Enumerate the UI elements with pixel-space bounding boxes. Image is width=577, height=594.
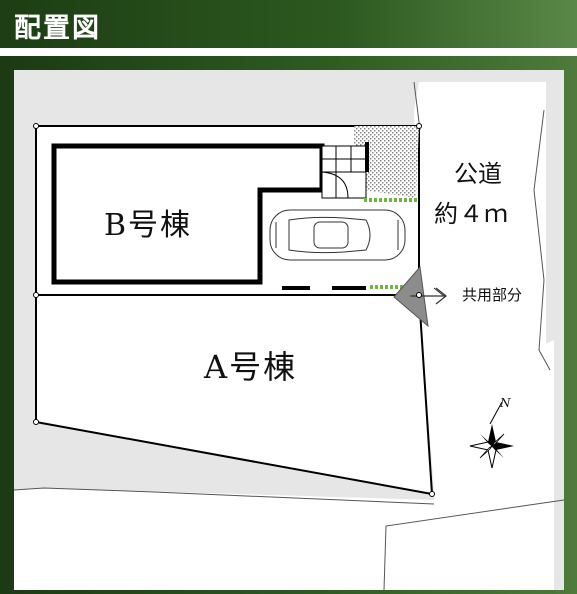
road-edge-bottom [14,487,435,505]
building-a-label: A号棟 [204,348,298,386]
page-title: 配置図 [14,13,101,44]
north-compass-icon [469,401,514,469]
site-plan-map: B号棟 A号棟 公道 約４ｍ 共用部分 N [14,70,564,590]
building-b-label: B号棟 [104,208,193,243]
header-bar: 配置図 [0,0,577,48]
road-edge-right [533,109,551,371]
road-label: 公道 [454,160,502,188]
car-icon [269,209,406,261]
entrance-stairs [321,145,367,199]
road-edge-left [413,81,421,131]
lot-a-boundary [35,294,434,496]
road-width-label: 約４ｍ [434,200,509,228]
corner-paving [354,126,419,198]
public-road [384,82,554,590]
site-plan-drawing [14,81,564,590]
north-label: N [500,396,511,410]
boundary-points [33,123,435,497]
header-divider [0,48,577,56]
road-edge-corner [383,499,564,590]
shared-part-label: 共用部分 [462,286,523,304]
front-road [14,488,434,590]
